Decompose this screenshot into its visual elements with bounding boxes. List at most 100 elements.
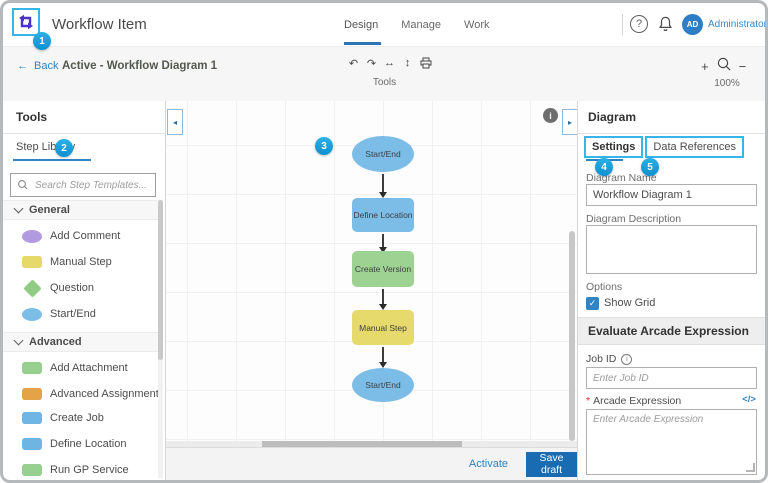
diamond-shape-icon (22, 278, 42, 298)
redo-icon[interactable]: ↷ (366, 57, 377, 70)
diagram-description-input[interactable] (586, 225, 757, 274)
job-id-label: Job ID (586, 353, 617, 365)
step-label: Question (50, 282, 95, 294)
section-advanced[interactable]: Advanced (3, 332, 159, 352)
step-template-start-end[interactable]: Start/End (3, 301, 159, 327)
step-template-add-comment[interactable]: Add Comment (3, 223, 159, 249)
arcade-expression-input[interactable] (586, 409, 757, 475)
node-start-end-top[interactable]: Start/End (352, 136, 414, 172)
callout-badge-5: 5 (641, 158, 659, 176)
rect-shape-icon (22, 464, 42, 476)
step-template-add-attachment[interactable]: Add Attachment (3, 355, 159, 381)
step-label: Add Comment (50, 230, 121, 242)
step-template-manual-step[interactable]: Manual Step (3, 249, 159, 275)
connector-arrow (379, 174, 386, 198)
node-create-version[interactable]: Create Version (352, 251, 414, 287)
activate-button[interactable]: Activate (468, 458, 508, 470)
save-draft-button[interactable]: Save draft (526, 451, 577, 477)
rect-shape-icon (22, 412, 42, 424)
node-start-end-bottom[interactable]: Start/End (352, 368, 414, 402)
diagram-description-label: Diagram Description (586, 213, 682, 225)
search-input[interactable] (33, 178, 155, 192)
canvas-vertical-scrollbar[interactable] (569, 231, 575, 441)
callout-badge-3: 3 (315, 137, 333, 155)
arcade-label-row: *Arcade Expression (586, 395, 681, 407)
options-label: Options (586, 281, 623, 293)
chevron-down-icon (13, 335, 24, 346)
undo-icon[interactable]: ↶ (348, 57, 359, 70)
tools-caption: Tools (372, 77, 397, 88)
required-asterisk: * (586, 395, 591, 407)
node-manual-step[interactable]: Manual Step (352, 310, 414, 345)
tab-design[interactable]: Design (344, 18, 379, 31)
rect-shape-icon (22, 388, 42, 400)
diagram-status-title: Active - Workflow Diagram 1 (62, 60, 218, 72)
job-id-input[interactable] (586, 367, 757, 389)
rect-shape-icon (22, 256, 42, 268)
back-label: Back (34, 60, 59, 72)
panel-title: Diagram (578, 101, 765, 134)
rect-shape-icon (22, 438, 42, 450)
align-horizontal-icon[interactable]: ↔ (384, 57, 395, 69)
page-title: Workflow Item (52, 16, 147, 33)
show-grid-checkbox[interactable]: ✓ (586, 297, 599, 310)
chevron-down-icon (13, 203, 24, 214)
header-tabs: Design Manage Work (344, 3, 489, 46)
arcade-section-header: Evaluate Arcade Expression (578, 317, 765, 345)
step-label: Start/End (50, 308, 96, 320)
collapse-right-panel-button[interactable]: ▸ (562, 109, 578, 135)
connector-arrow (379, 234, 386, 253)
back-button[interactable]: ← Back (17, 60, 58, 72)
callout-badge-4: 4 (595, 158, 613, 176)
tab-work[interactable]: Work (464, 18, 490, 31)
tab-manage[interactable]: Manage (401, 18, 442, 31)
step-label: Advanced Assignment (50, 388, 159, 400)
top-header: Workflow Item Design Manage Work ? AD Ad… (3, 3, 765, 47)
align-vertical-icon[interactable]: ↕ (404, 57, 411, 69)
sidebar-scrollbar[interactable] (158, 200, 163, 478)
sidebar-title: Tools (3, 101, 165, 134)
check-icon: ✓ (588, 298, 597, 308)
step-template-define-location[interactable]: Define Location (3, 431, 159, 457)
step-template-search[interactable] (10, 173, 156, 197)
node-define-location[interactable]: Define Location (352, 198, 414, 232)
tab-data-references[interactable]: Data References (645, 136, 744, 158)
workflow-manager-icon (19, 14, 33, 30)
app-logo[interactable] (12, 8, 40, 36)
zoom-in-icon[interactable]: + (701, 58, 709, 74)
zoom-out-icon[interactable]: − (738, 58, 747, 74)
step-label: Run GP Service (50, 464, 129, 476)
zoom-controls: + − (701, 56, 746, 77)
help-icon[interactable]: ? (630, 15, 648, 33)
user-avatar[interactable]: AD (682, 14, 703, 35)
magnifier-icon[interactable] (716, 56, 732, 77)
step-template-advanced-assignment[interactable]: Advanced Assignment (3, 381, 159, 407)
diagram-name-input[interactable] (586, 184, 757, 206)
callout-badge-1: 1 (33, 32, 51, 50)
step-template-question[interactable]: Question (3, 275, 159, 301)
step-template-create-job[interactable]: Create Job (3, 405, 159, 431)
code-editor-icon[interactable]: </> (742, 394, 756, 405)
show-grid-label: Show Grid (604, 297, 656, 309)
back-arrow-icon: ← (17, 60, 28, 72)
rect-shape-icon (22, 362, 42, 374)
step-label: Add Attachment (50, 362, 128, 374)
panel-tabs: Settings Data References (584, 136, 744, 158)
diagram-panel: Diagram Settings Data References Diagram… (577, 101, 765, 480)
header-divider (622, 14, 623, 35)
section-label: General (29, 204, 70, 216)
info-icon[interactable]: i (621, 353, 633, 365)
step-label: Manual Step (50, 256, 112, 268)
user-name[interactable]: Administrator (708, 19, 765, 30)
collapse-left-panel-button[interactable]: ◂ (167, 109, 183, 135)
section-general[interactable]: General (3, 200, 159, 220)
tab-settings[interactable]: Settings (584, 136, 644, 158)
notifications-bell-icon[interactable] (657, 15, 674, 39)
canvas-info-icon[interactable]: i (543, 108, 558, 123)
zoom-level: 100% (714, 78, 740, 89)
diagram-canvas[interactable]: ◂ i ▸ Start/End Define Location Create V… (166, 101, 578, 447)
canvas-horizontal-scrollbar[interactable] (166, 441, 577, 447)
print-icon[interactable] (419, 56, 432, 70)
canvas-footer: Activate Save draft (166, 447, 577, 480)
step-template-run-gp-service[interactable]: Run GP Service (3, 457, 159, 480)
